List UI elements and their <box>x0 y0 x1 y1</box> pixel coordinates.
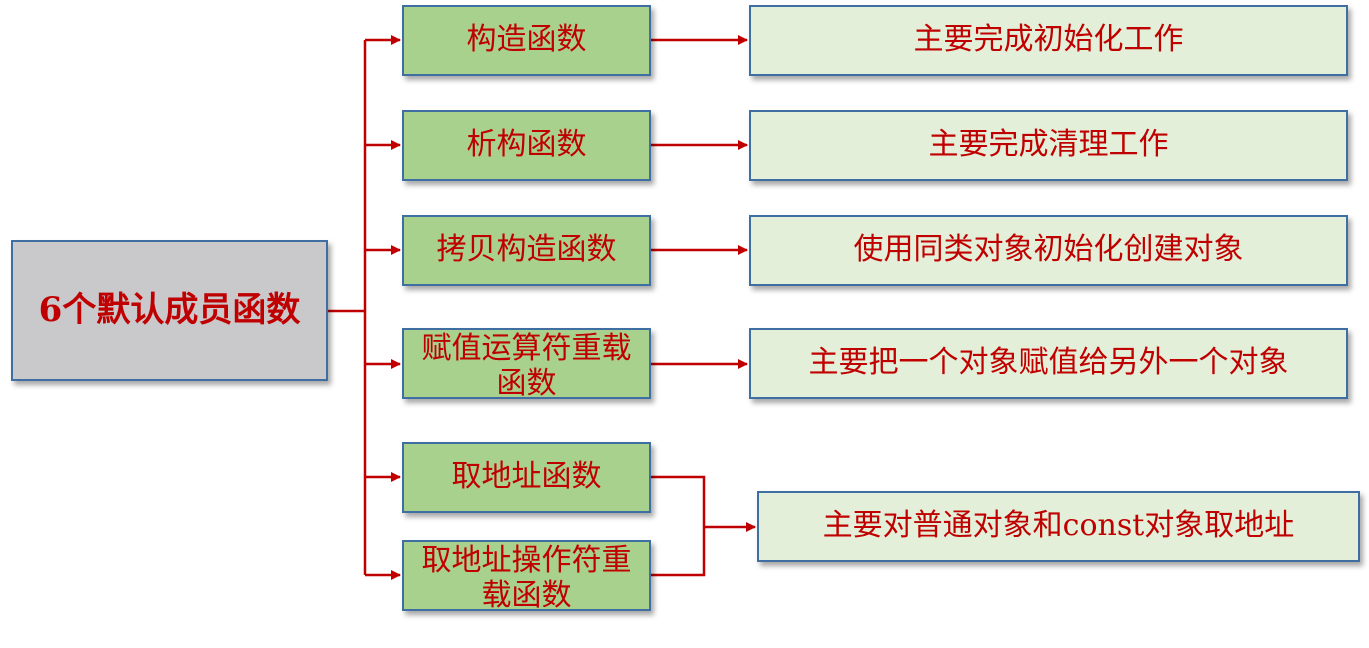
function-node-destructor: 析构函数 <box>402 110 651 181</box>
description-node-constructor: 主要完成初始化工作 <box>749 5 1348 76</box>
function-label: 取地址函数 <box>451 459 602 495</box>
function-label: 拷贝构造函数 <box>436 232 617 268</box>
description-label: 主要完成清理工作 <box>928 127 1169 163</box>
function-node-constructor: 构造函数 <box>402 5 651 76</box>
function-label: 取地址操作符重载函数 <box>421 543 632 611</box>
description-label: 主要对普通对象和const对象取地址 <box>822 508 1295 544</box>
root-node: 6个默认成员函数 <box>11 240 328 381</box>
description-node-copy-constructor: 使用同类对象初始化创建对象 <box>749 215 1348 286</box>
function-node-address-of-operator: 取地址操作符重载函数 <box>402 540 651 611</box>
description-label: 使用同类对象初始化创建对象 <box>853 232 1244 268</box>
function-node-copy-constructor: 拷贝构造函数 <box>402 215 651 286</box>
function-label: 构造函数 <box>466 22 587 58</box>
root-label: 6个默认成员函数 <box>38 289 301 330</box>
merge-bracket <box>651 475 706 577</box>
description-node-destructor: 主要完成清理工作 <box>749 110 1348 181</box>
description-label: 主要把一个对象赋值给另外一个对象 <box>808 345 1289 381</box>
function-node-assignment-operator: 赋值运算符重载函数 <box>402 328 651 399</box>
description-node-address-of: 主要对普通对象和const对象取地址 <box>757 491 1360 562</box>
description-node-assignment-operator: 主要把一个对象赋值给另外一个对象 <box>749 328 1348 399</box>
function-label: 析构函数 <box>466 127 587 163</box>
description-label: 主要完成初始化工作 <box>913 22 1184 58</box>
function-node-address-of: 取地址函数 <box>402 442 651 513</box>
function-label: 赋值运算符重载函数 <box>421 331 632 399</box>
